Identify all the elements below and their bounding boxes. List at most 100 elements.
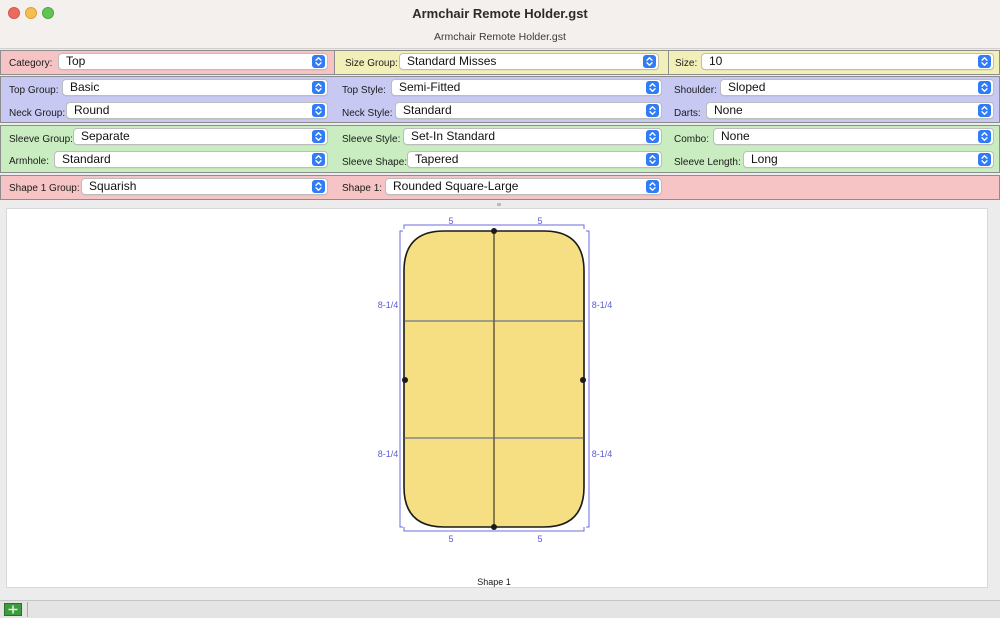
sleeve-group-label: Sleeve Group: bbox=[9, 134, 73, 145]
combo-dropdown[interactable]: None bbox=[713, 128, 994, 145]
sleeve-options-band: Sleeve Group: Separate Sleeve Style: Set… bbox=[0, 125, 1000, 173]
category-segment: Category: Top bbox=[1, 51, 335, 74]
sleeve-length-value: Long bbox=[751, 152, 778, 166]
chevron-updown-icon bbox=[646, 153, 659, 166]
darts-value: None bbox=[714, 103, 743, 117]
category-band: Category: Top Size Group: Standard Misse… bbox=[0, 50, 1000, 75]
top-group-value: Basic bbox=[70, 80, 100, 94]
left-notch-point bbox=[402, 377, 408, 383]
right-upper-dimension: 8-1/4 bbox=[592, 300, 613, 310]
chevron-updown-icon bbox=[978, 104, 991, 117]
chevron-updown-icon bbox=[312, 104, 325, 117]
left-lower-dimension: 8-1/4 bbox=[378, 449, 399, 459]
neck-style-label: Neck Style: bbox=[342, 108, 393, 119]
chevron-updown-icon bbox=[312, 130, 325, 143]
bottom-notch-point bbox=[491, 524, 497, 530]
top-notch-point bbox=[491, 228, 497, 234]
combo-label: Combo: bbox=[674, 134, 710, 145]
armhole-label: Armhole: bbox=[9, 156, 50, 167]
add-button[interactable] bbox=[4, 603, 22, 616]
neck-group-value: Round bbox=[74, 103, 110, 117]
title-bar: Armchair Remote Holder.gst Armchair Remo… bbox=[0, 0, 1000, 49]
neck-group-dropdown[interactable]: Round bbox=[66, 102, 328, 119]
left-dimension-line bbox=[399, 230, 403, 528]
size-label: Size: bbox=[675, 58, 698, 69]
size-segment: Size: 10 bbox=[670, 51, 999, 74]
top-left-dimension: 5 bbox=[448, 216, 453, 226]
neck-style-value: Standard bbox=[403, 103, 452, 117]
sleeve-shape-dropdown[interactable]: Tapered bbox=[407, 151, 662, 168]
top-style-value: Semi-Fitted bbox=[399, 80, 461, 94]
plus-icon bbox=[8, 605, 18, 614]
shape-dropdown[interactable]: Rounded Square-Large bbox=[385, 178, 662, 195]
chevron-updown-icon bbox=[312, 55, 325, 68]
sleeve-length-label: Sleeve Length: bbox=[674, 157, 741, 168]
top-group-label: Top Group: bbox=[9, 85, 59, 96]
shape-group-dropdown[interactable]: Squarish bbox=[81, 178, 328, 195]
window-title: Armchair Remote Holder.gst bbox=[412, 6, 588, 21]
sleeve-length-dropdown[interactable]: Long bbox=[743, 151, 994, 168]
sleeve-group-dropdown[interactable]: Separate bbox=[73, 128, 328, 145]
right-dimension-line bbox=[586, 230, 590, 528]
sleeve-style-value: Set-In Standard bbox=[411, 129, 496, 143]
top-group-dropdown[interactable]: Basic bbox=[62, 79, 328, 96]
chevron-updown-icon bbox=[978, 81, 991, 94]
darts-dropdown[interactable]: None bbox=[706, 102, 994, 119]
chevron-updown-icon bbox=[646, 81, 659, 94]
chevron-updown-icon bbox=[646, 104, 659, 117]
size-group-segment: Size Group: Standard Misses bbox=[336, 51, 669, 74]
category-label: Category: bbox=[9, 58, 53, 69]
sleeve-shape-value: Tapered bbox=[415, 152, 459, 166]
bottom-right-dimension: 5 bbox=[537, 534, 542, 544]
sleeve-style-label: Sleeve Style: bbox=[342, 134, 401, 145]
shape-label: Shape 1: bbox=[342, 183, 383, 194]
minimize-window-button[interactable] bbox=[25, 7, 37, 19]
size-group-dropdown[interactable]: Standard Misses bbox=[399, 53, 659, 70]
chevron-updown-icon bbox=[312, 180, 325, 193]
top-style-dropdown[interactable]: Semi-Fitted bbox=[391, 79, 662, 96]
shoulder-dropdown[interactable]: Sloped bbox=[720, 79, 994, 96]
sleeve-shape-label: Sleeve Shape: bbox=[342, 157, 408, 168]
neck-group-label: Neck Group: bbox=[9, 108, 66, 119]
top-style-label: Top Style: bbox=[342, 85, 386, 96]
shape-group-value: Squarish bbox=[89, 179, 137, 193]
combo-value: None bbox=[721, 129, 750, 143]
document-title: Armchair Remote Holder.gst bbox=[434, 31, 566, 43]
shoulder-value: Sloped bbox=[728, 80, 766, 94]
chevron-updown-icon bbox=[978, 130, 991, 143]
size-dropdown[interactable]: 10 bbox=[701, 53, 994, 70]
sleeve-style-dropdown[interactable]: Set-In Standard bbox=[403, 128, 662, 145]
chevron-updown-icon bbox=[646, 130, 659, 143]
shape-options-band: Shape 1 Group: Squarish Shape 1: Rounded… bbox=[0, 175, 1000, 200]
top-dimension-line bbox=[403, 224, 585, 229]
category-value: Top bbox=[66, 54, 86, 68]
chevron-updown-icon bbox=[646, 180, 659, 193]
zoom-window-button[interactable] bbox=[42, 7, 54, 19]
pattern-canvas[interactable]: 5 5 5 5 8-1/4 8-1/4 8-1/4 8-1/4 Shape 1 bbox=[6, 208, 988, 588]
chevron-updown-icon bbox=[643, 55, 656, 68]
category-dropdown[interactable]: Top bbox=[58, 53, 328, 70]
armhole-value: Standard bbox=[62, 152, 111, 166]
shoulder-label: Shoulder: bbox=[674, 85, 717, 96]
chevron-updown-icon bbox=[978, 55, 991, 68]
armhole-dropdown[interactable]: Standard bbox=[54, 151, 328, 168]
right-lower-dimension: 8-1/4 bbox=[592, 449, 613, 459]
shape-caption: Shape 1 bbox=[477, 577, 511, 587]
darts-label: Darts: bbox=[674, 108, 701, 119]
status-divider bbox=[27, 602, 28, 617]
pattern-drawing: 5 5 5 5 8-1/4 8-1/4 8-1/4 8-1/4 Shape 1 bbox=[378, 216, 613, 587]
splitter-handle[interactable] bbox=[497, 203, 501, 206]
sleeve-group-value: Separate bbox=[81, 129, 130, 143]
size-group-label: Size Group: bbox=[345, 58, 398, 69]
size-value: 10 bbox=[709, 54, 723, 68]
top-right-dimension: 5 bbox=[537, 216, 542, 226]
top-options-band: Top Group: Basic Top Style: Semi-Fitted … bbox=[0, 76, 1000, 123]
bottom-left-dimension: 5 bbox=[448, 534, 453, 544]
status-bar bbox=[0, 600, 1000, 618]
shape-value: Rounded Square-Large bbox=[393, 179, 519, 193]
left-upper-dimension: 8-1/4 bbox=[378, 300, 399, 310]
chevron-updown-icon bbox=[312, 81, 325, 94]
neck-style-dropdown[interactable]: Standard bbox=[395, 102, 662, 119]
right-notch-point bbox=[580, 377, 586, 383]
close-window-button[interactable] bbox=[8, 7, 20, 19]
